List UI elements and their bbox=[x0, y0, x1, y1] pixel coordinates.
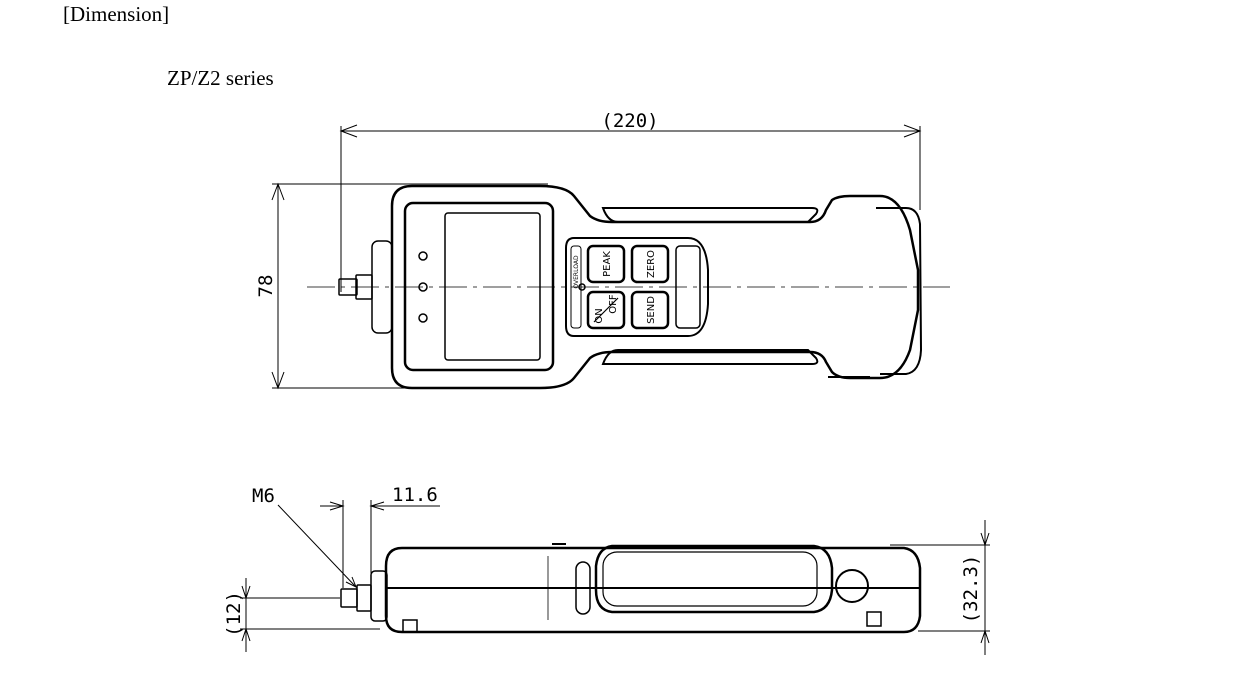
on-off-divider bbox=[593, 297, 619, 323]
send-button[interactable] bbox=[630, 290, 670, 330]
on-button-label: ON bbox=[594, 308, 605, 323]
peak-button[interactable] bbox=[586, 244, 626, 284]
shaft-height-label: (12) bbox=[223, 591, 245, 637]
thread-leader-arrow bbox=[345, 576, 357, 589]
led-indicator-icon bbox=[418, 282, 428, 292]
thread-length-dimension bbox=[320, 500, 440, 588]
top-view: (220) 78 bbox=[255, 110, 950, 390]
zero-button[interactable] bbox=[630, 244, 670, 284]
zero-button-label: ZERO bbox=[646, 250, 657, 278]
side-round-knob-icon bbox=[835, 569, 869, 603]
overload-led-icon bbox=[578, 283, 586, 291]
height-dimension-label: 78 bbox=[255, 275, 277, 298]
side-foot-left bbox=[402, 619, 418, 633]
thread-leader-line bbox=[277, 504, 357, 588]
on-off-button[interactable] bbox=[586, 290, 626, 330]
length-dimension-label: (220) bbox=[601, 110, 658, 132]
off-button-label: OFF bbox=[608, 294, 619, 314]
series-title: ZP/Z2 series bbox=[167, 66, 274, 90]
height-dimension bbox=[271, 182, 548, 390]
thickness-label: (32.3) bbox=[960, 555, 982, 624]
lower-grip bbox=[601, 349, 819, 365]
side-body-outline bbox=[384, 546, 922, 634]
section-title: [Dimension] bbox=[63, 2, 170, 26]
side-grip bbox=[594, 544, 834, 614]
peak-button-label: PEAK bbox=[602, 251, 613, 277]
upper-grip bbox=[601, 207, 819, 223]
length-dimension bbox=[339, 124, 922, 292]
side-grip-inner bbox=[602, 551, 818, 607]
overload-label: OVERLOAD bbox=[573, 255, 580, 289]
thread-label: M6 bbox=[252, 485, 275, 507]
display-screen bbox=[444, 212, 541, 361]
keypad-slot bbox=[675, 245, 701, 329]
side-slot bbox=[575, 561, 591, 615]
led-indicator-icon bbox=[418, 313, 428, 323]
end-cap bbox=[876, 207, 923, 375]
overload-strip bbox=[570, 245, 582, 329]
side-foot-right bbox=[866, 611, 882, 627]
thickness-dimension bbox=[890, 520, 990, 655]
display-bezel bbox=[403, 201, 555, 372]
side-view bbox=[240, 500, 990, 655]
send-button-label: SEND bbox=[646, 296, 657, 324]
shaft-height-dimension bbox=[240, 578, 380, 652]
thread-length-label: 11.6 bbox=[392, 484, 438, 506]
led-indicator-icon bbox=[418, 251, 428, 261]
keypad-panel bbox=[565, 237, 709, 337]
